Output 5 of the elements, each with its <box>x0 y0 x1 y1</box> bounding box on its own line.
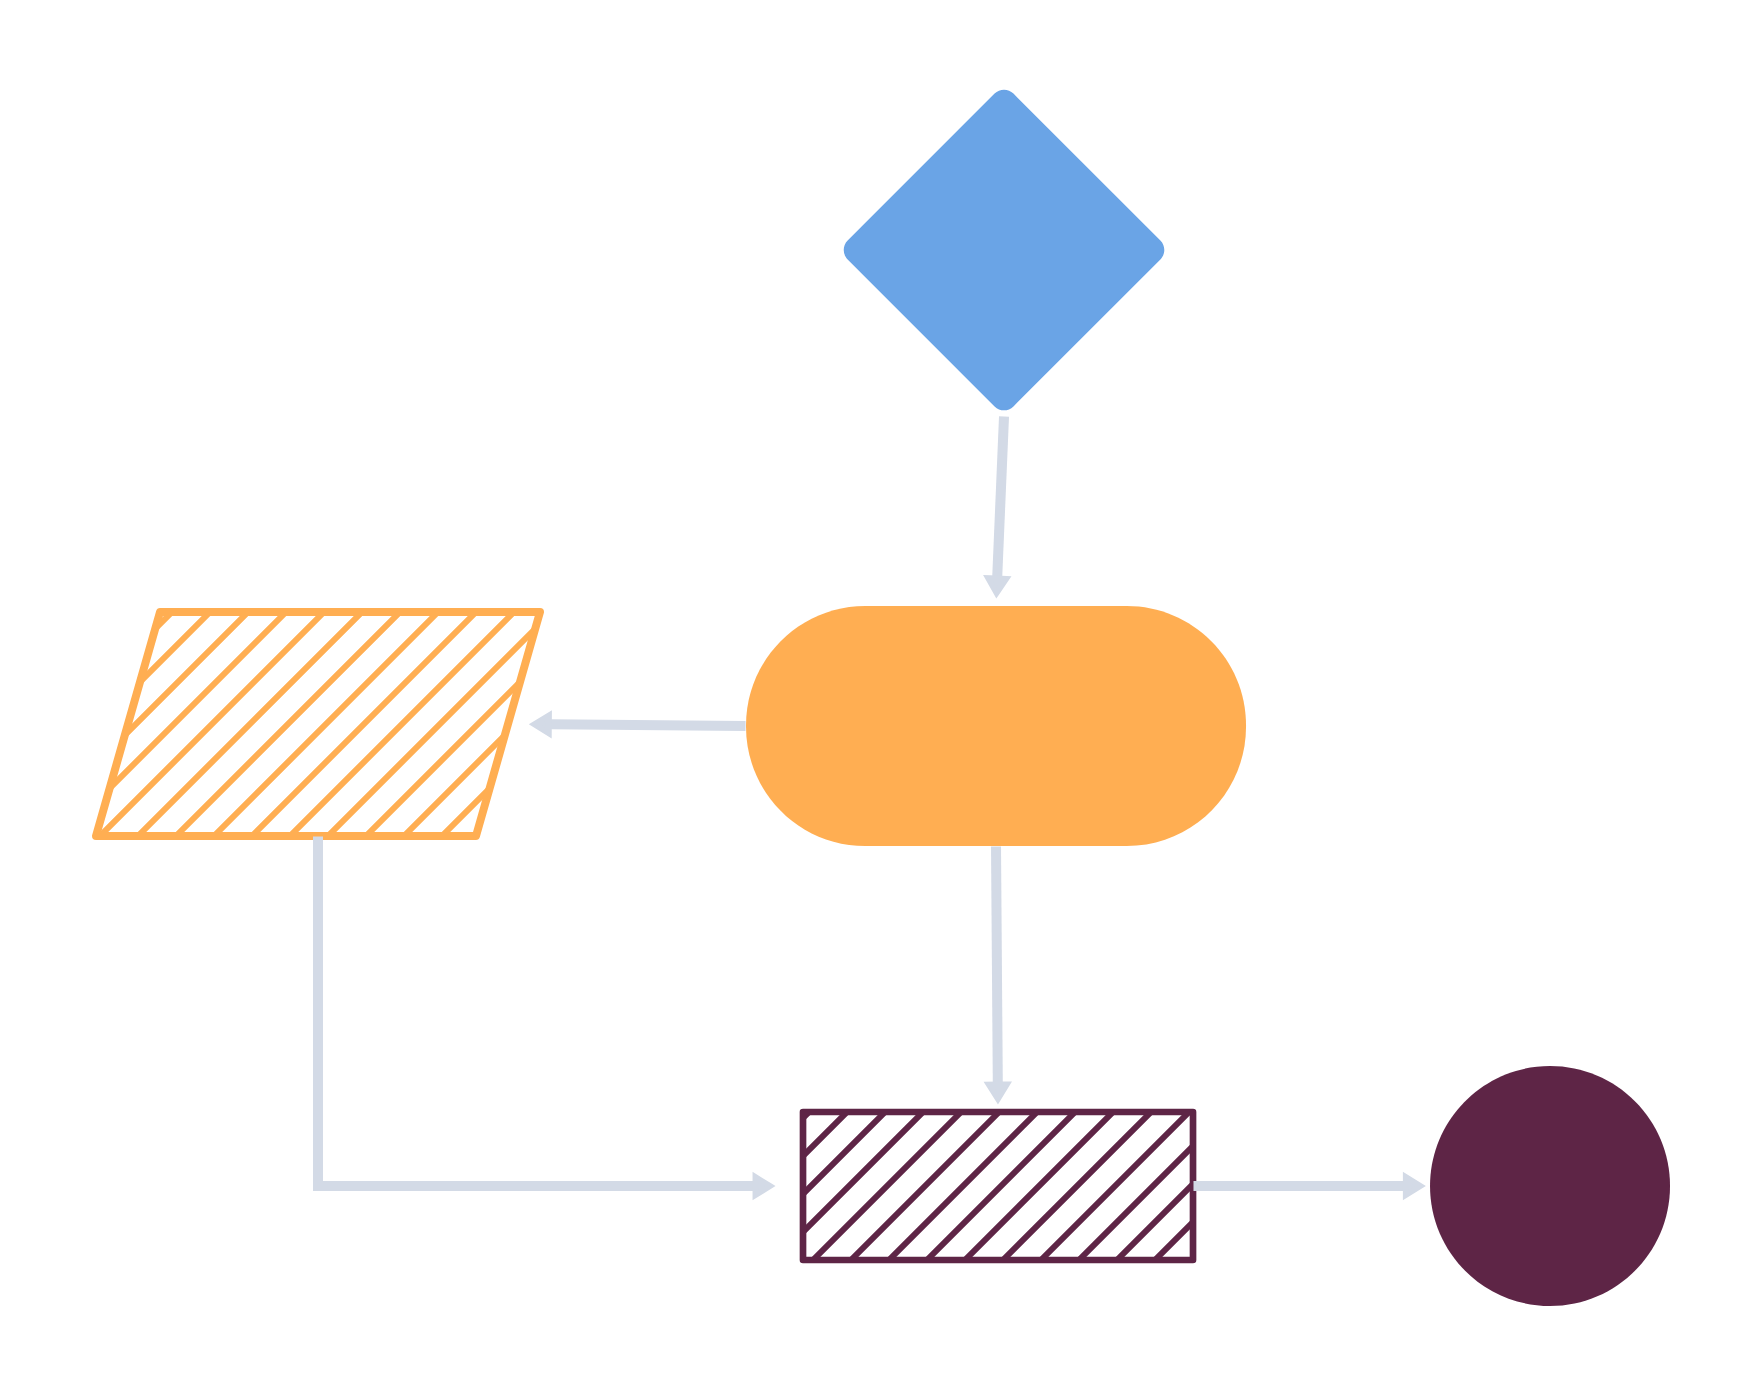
end-circle <box>1430 1066 1670 1306</box>
data-parallelogram <box>92 608 544 840</box>
process-box <box>799 1108 1197 1264</box>
decision-diamond <box>843 89 1165 411</box>
terminal-shape <box>746 606 1246 846</box>
